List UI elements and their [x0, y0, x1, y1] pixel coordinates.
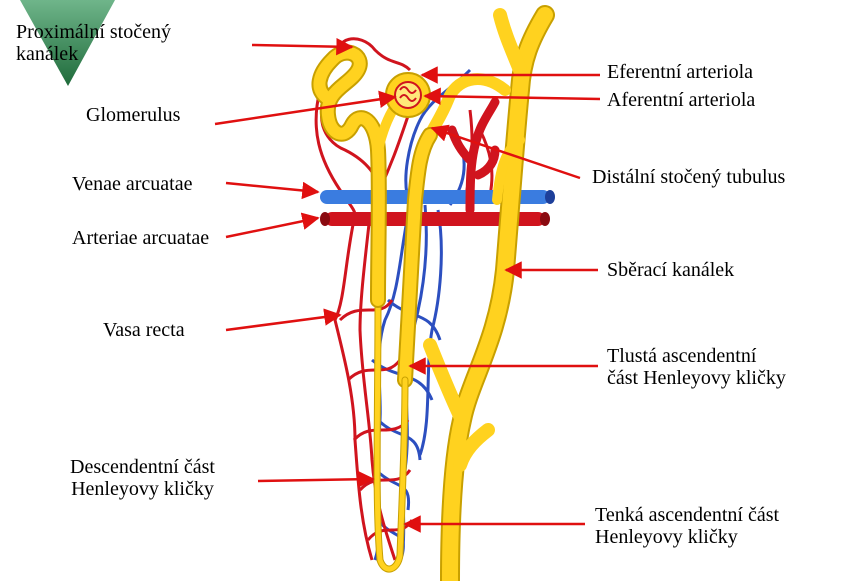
label-proximal-line2: kanálek: [16, 43, 171, 65]
label-descending-limb: Descendentní část Henleyovy kličky: [70, 456, 215, 500]
label-efferent-arteriole: Eferentní arteriola: [607, 61, 753, 83]
label-arteriae-arcuatae: Arteriae arcuatae: [72, 227, 209, 249]
label-vasa-recta: Vasa recta: [103, 319, 185, 341]
nephron-tubules: [319, 15, 545, 581]
label-glomerulus: Glomerulus: [86, 104, 180, 126]
label-descending-line1: Descendentní část: [70, 456, 215, 478]
label-thick-line2: část Henleyovy kličky: [607, 367, 786, 389]
label-proximal-line1: Proximální stočený: [16, 21, 171, 43]
glomerulus-capsule: [386, 73, 430, 117]
label-collecting-duct: Sběrací kanálek: [607, 259, 734, 281]
label-distal-tubule: Distální stočený tubulus: [592, 166, 785, 188]
label-thick-line1: Tlustá ascendentní: [607, 345, 786, 367]
label-proximal-tubule: Proximální stočený kanálek: [16, 21, 171, 65]
label-thick-ascending-limb: Tlustá ascendentní část Henleyovy kličky: [607, 345, 786, 389]
label-descending-line2: Henleyovy kličky: [70, 478, 215, 500]
label-thin-line1: Tenká ascendentní část: [595, 504, 779, 526]
label-thin-line2: Henleyovy kličky: [595, 526, 779, 548]
label-thin-ascending-limb: Tenká ascendentní část Henleyovy kličky: [595, 504, 779, 548]
label-venae-arcuatae: Venae arcuatae: [72, 173, 192, 195]
label-afferent-arteriole: Aferentní arteriola: [607, 89, 755, 111]
